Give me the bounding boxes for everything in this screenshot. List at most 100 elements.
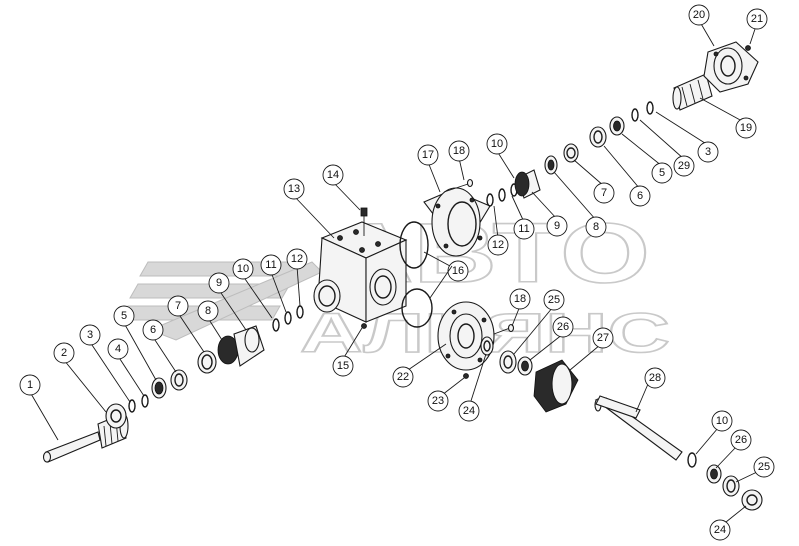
callout: 26	[529, 316, 574, 361]
svg-text:26: 26	[735, 434, 747, 446]
part-o-ring-upper	[399, 221, 429, 269]
callout: 10	[486, 133, 515, 179]
svg-text:7: 7	[175, 300, 181, 312]
svg-text:4: 4	[115, 343, 121, 355]
svg-text:20: 20	[693, 9, 705, 21]
svg-text:24: 24	[714, 524, 726, 536]
svg-text:19: 19	[740, 122, 752, 134]
part-breather-plug	[360, 207, 368, 236]
svg-text:11: 11	[265, 259, 276, 271]
part-bearing-left	[151, 377, 167, 399]
svg-text:3: 3	[705, 146, 711, 158]
part-snap-rings-right	[631, 101, 654, 122]
svg-text:18: 18	[514, 293, 526, 305]
callout: 9	[531, 191, 568, 237]
callout: 17	[417, 144, 441, 193]
svg-text:1: 1	[27, 379, 33, 391]
svg-text:12: 12	[492, 239, 504, 251]
part-bolt-lower	[493, 323, 515, 335]
callout: 11	[511, 195, 535, 240]
callouts: 1 2 3 4 5 6 7 8 9 10 11 12 13 14 15 16 1…	[19, 4, 775, 541]
part-long-shaft	[594, 395, 683, 461]
callout: 27	[569, 327, 614, 371]
svg-text:10: 10	[491, 138, 503, 150]
callout: 12	[487, 205, 509, 256]
svg-text:7: 7	[601, 187, 607, 199]
callout: 10	[232, 258, 273, 319]
callout: 24	[709, 505, 747, 541]
svg-text:13: 13	[288, 183, 300, 195]
part-seal	[105, 403, 127, 429]
callout: 13	[283, 178, 335, 239]
svg-text:9: 9	[216, 277, 222, 289]
callout: 26	[715, 429, 752, 469]
callout: 3	[655, 111, 719, 163]
part-grease-nipple	[745, 45, 751, 51]
svg-text:16: 16	[452, 265, 464, 277]
part-crown-gear	[533, 359, 579, 413]
part-spacer-left	[170, 369, 188, 391]
part-output-shaft	[672, 73, 713, 111]
svg-text:6: 6	[150, 324, 156, 336]
svg-text:21: 21	[751, 13, 763, 25]
part-flange-screw	[463, 373, 469, 379]
part-spacer-lower-right	[722, 475, 740, 497]
callout: 15	[332, 327, 363, 377]
callout: 9	[208, 272, 247, 331]
part-bearing-cup-right	[544, 155, 558, 175]
callout: 1	[19, 374, 59, 441]
part-washer-lower-right	[741, 489, 763, 511]
callout: 23	[427, 377, 465, 412]
part-snap-rings-left	[128, 394, 149, 413]
svg-text:11: 11	[518, 223, 529, 235]
part-drain-plug	[361, 323, 367, 329]
svg-text:26: 26	[557, 321, 569, 333]
svg-text:14: 14	[327, 169, 339, 181]
callout: 29	[639, 119, 695, 177]
callout: 12	[286, 248, 308, 307]
part-shims-right	[486, 183, 518, 207]
part-bearing-flange	[703, 41, 759, 93]
callout: 10	[695, 410, 733, 455]
callout: 22	[392, 343, 447, 388]
part-bearing-right	[609, 116, 625, 136]
part-bearing-cup-left	[197, 350, 217, 374]
svg-text:28: 28	[649, 372, 661, 384]
svg-text:2: 2	[61, 347, 67, 359]
svg-text:6: 6	[637, 190, 643, 202]
callout: 7	[573, 159, 615, 204]
part-bearing-lower-right	[706, 464, 722, 484]
svg-text:29: 29	[678, 160, 690, 172]
part-spacer-right	[563, 143, 579, 163]
svg-text:5: 5	[659, 167, 665, 179]
svg-text:24: 24	[463, 405, 475, 417]
callout: 11	[260, 254, 287, 313]
part-gearbox-housing	[313, 221, 408, 323]
callout: 4	[107, 338, 145, 397]
svg-text:27: 27	[597, 332, 609, 344]
svg-text:12: 12	[291, 253, 303, 265]
callout: 6	[142, 319, 177, 373]
svg-text:9: 9	[554, 220, 560, 232]
callout: 18	[448, 140, 470, 181]
svg-text:8: 8	[593, 221, 599, 233]
svg-text:23: 23	[432, 395, 444, 407]
part-spacer-lower	[499, 350, 517, 374]
part-shims-left	[272, 305, 304, 332]
callout: 25	[513, 289, 565, 355]
svg-text:25: 25	[548, 294, 560, 306]
svg-text:3: 3	[87, 329, 93, 341]
callout: 18	[509, 288, 531, 327]
callout: 16	[423, 251, 469, 282]
callout	[429, 265, 453, 299]
svg-text:18: 18	[453, 145, 465, 157]
callout: 7	[167, 295, 205, 353]
part-bevel-gear-left	[217, 325, 265, 367]
part-lower-flange	[437, 301, 495, 371]
callout: 2	[53, 342, 107, 413]
part-bearing-outer-right	[589, 126, 607, 148]
part-o-ring-lower	[401, 288, 433, 328]
callout: 5	[621, 133, 673, 184]
callout: 8	[553, 171, 607, 238]
